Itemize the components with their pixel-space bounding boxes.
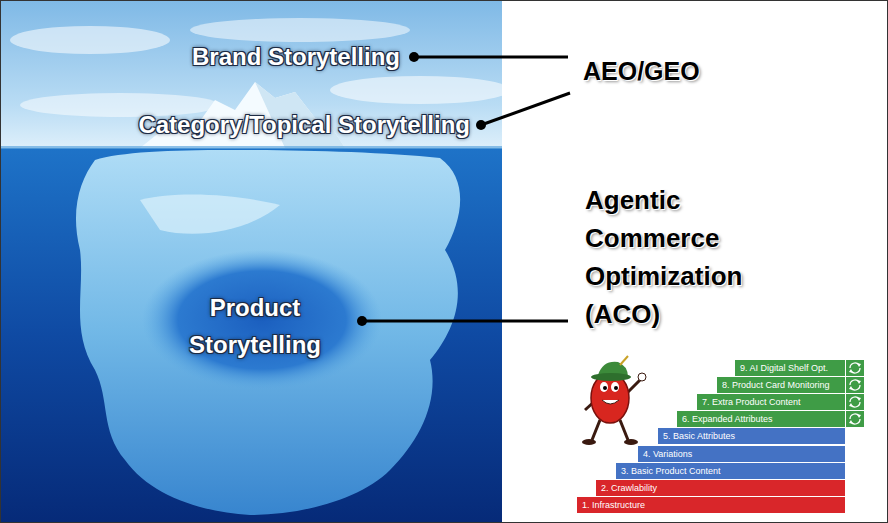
step-bar: 5. Basic Attributes — [658, 428, 845, 444]
iceberg-label: Brand Storytelling — [192, 42, 400, 71]
iceberg-label: Category/Topical Storytelling — [138, 110, 470, 139]
step-bar: 1. Infrastructure — [577, 497, 845, 513]
iceberg-label: Product Storytelling — [160, 289, 350, 363]
strategy-label: AEO/GEO — [583, 56, 700, 86]
step-label: 1. Infrastructure — [582, 497, 645, 513]
step-bar: 2. Crawlability — [596, 480, 845, 496]
step-bar: 8. Product Card Monitoring — [717, 377, 845, 393]
step-label: 6. Expanded Attributes — [682, 411, 773, 427]
step-label: 3. Basic Product Content — [621, 463, 721, 479]
mascot-figure — [582, 356, 646, 445]
step-label: 9. AI Digital Shelf Opt. — [740, 360, 828, 376]
step-label: 7. Extra Product Content — [702, 394, 801, 410]
step-label: 2. Crawlability — [601, 480, 657, 496]
recycle-icons — [846, 360, 864, 427]
step-bar: 9. AI Digital Shelf Opt. — [735, 360, 845, 376]
step-bar: 4. Variations — [638, 446, 845, 462]
step-bar: 6. Expanded Attributes — [677, 411, 845, 427]
step-bar: 3. Basic Product Content — [616, 463, 845, 479]
step-bar: 7. Extra Product Content — [697, 394, 845, 410]
step-label: 8. Product Card Monitoring — [722, 377, 830, 393]
strategy-label: Agentic Commerce Optimization (ACO) — [585, 181, 785, 333]
step-label: 5. Basic Attributes — [663, 428, 735, 444]
step-label: 4. Variations — [643, 446, 692, 462]
